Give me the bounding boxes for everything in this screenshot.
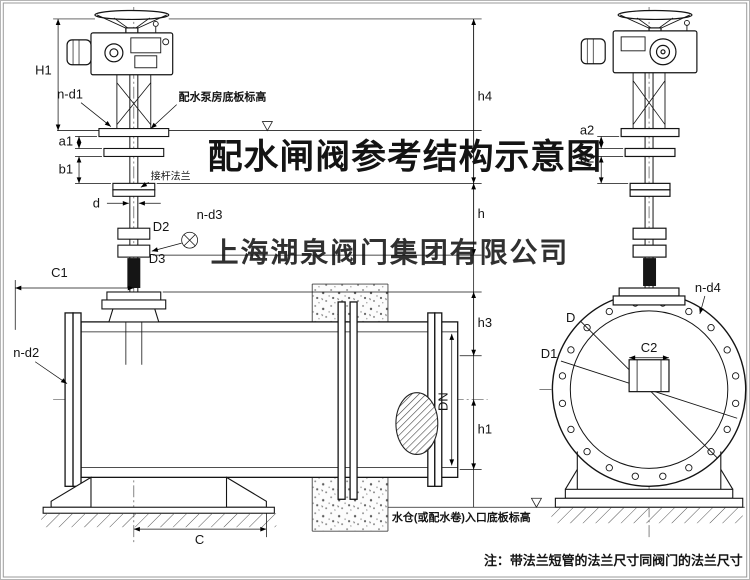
foundation-hatch: [41, 513, 277, 528]
dim-label-h4: h4: [478, 89, 492, 104]
pump-floor-label: 配水泵房底板标高: [179, 90, 267, 104]
coupling-flange-D2: [117, 227, 151, 240]
dim-label-D: D: [566, 310, 575, 325]
dim-label-n-d3: n-d3: [197, 207, 223, 222]
bolt-holes: [558, 299, 740, 480]
footnote: 注：带法兰短管的法兰尺寸同阀门的法兰尺寸: [484, 553, 743, 568]
stem-flange: [112, 182, 156, 191]
dim-label-a1: a1: [59, 133, 73, 148]
dim-label-d: d: [93, 195, 100, 210]
dim-label-n-d2: n-d2: [13, 345, 39, 360]
dim-label-h3: h3: [478, 315, 492, 330]
dim-label-C: C: [195, 532, 204, 547]
dim-label-h1: h1: [478, 422, 492, 437]
dim-label-DN: DN: [436, 392, 451, 411]
right-valve-front: [551, 72, 747, 488]
dimension-labels: H1 n-d1 a1 b1 d D2 n-d3 D3 C1 n-d2 C h4 …: [13, 63, 721, 547]
coupling-flange-D3: [117, 244, 151, 258]
left-actuator: [66, 9, 174, 76]
pipe-section-hatch: [395, 392, 439, 455]
inlet-floor-label: 水仓(或配水卷)入口底板标高: [392, 510, 531, 524]
bolt-symbol-icon: [181, 231, 198, 249]
dim-label-C2: C2: [641, 340, 658, 355]
dim-label-C1: C1: [51, 265, 68, 280]
dim-label-b2: b2: [580, 150, 594, 165]
handwheel: [94, 9, 170, 21]
company-watermark: 上海湖泉阀门集团有限公司: [211, 236, 570, 268]
foundation-hatch: [551, 507, 743, 524]
annotation-labels: 配水泵房底板标高 接杆法兰 水仓(或配水卷)入口底板标高: [151, 90, 531, 525]
dim-label-a2: a2: [580, 123, 594, 138]
center-boss: [628, 359, 670, 393]
actuator-body: [612, 30, 698, 74]
handwheel: [617, 9, 693, 21]
mounting-plate: [98, 128, 170, 138]
dim-label-b1: b1: [59, 161, 73, 176]
stem-dark-segment: [127, 258, 141, 289]
dim-label-h: h: [478, 206, 485, 221]
dimension-lines: [14, 18, 706, 538]
page-title: 配水闸阀参考结构示意图: [208, 137, 602, 176]
inlet-floor-line: [387, 497, 745, 509]
dim-label-D3: D3: [149, 251, 166, 266]
left-base: [41, 476, 277, 528]
left-valve-assembly: [98, 74, 170, 323]
dim-label-H1: H1: [35, 63, 52, 78]
wall-sleeve-flange: [337, 301, 346, 500]
right-actuator: [580, 9, 698, 74]
valve-bonnet: [108, 308, 160, 323]
dim-label-n-d1: n-d1: [57, 87, 83, 102]
pipe-left-flange: [64, 312, 74, 487]
pipe-side-view: [64, 301, 459, 500]
level-mark-icon: [261, 121, 274, 132]
dim-label-n-d4: n-d4: [695, 280, 721, 295]
stem-flange-label: 接杆法兰: [151, 169, 191, 182]
level-mark-icon: [530, 497, 543, 509]
dim-label-D1: D1: [541, 346, 558, 361]
dim-label-D2: D2: [153, 219, 170, 234]
